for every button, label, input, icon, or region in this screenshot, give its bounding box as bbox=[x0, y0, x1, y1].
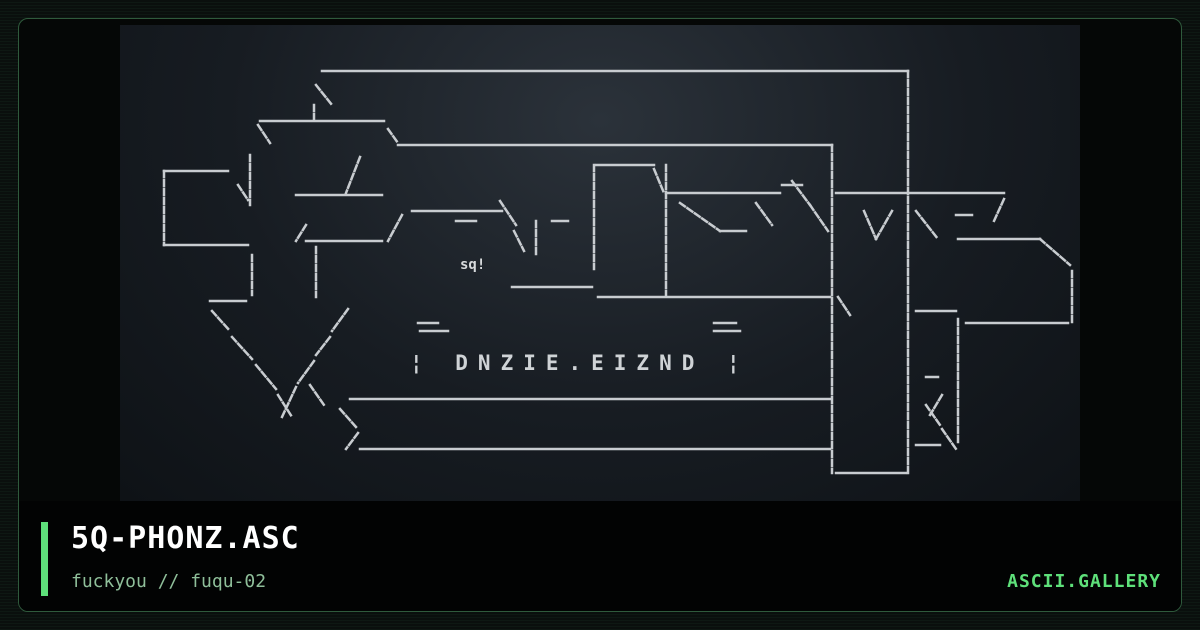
file-subtitle: fuckyou // fuqu-02 bbox=[71, 571, 267, 592]
ascii-art-drawing bbox=[162, 69, 1074, 475]
ascii-art-preview: sq! ¦ DNZIE.EIZND ¦ bbox=[120, 25, 1080, 501]
ascii-art-tag: sq! bbox=[460, 257, 486, 273]
brand-label: ASCII.GALLERY bbox=[1007, 571, 1161, 592]
info-bar: 5Q-PHONZ.ASC fuckyou // fuqu-02 ASCII.GA… bbox=[19, 501, 1181, 611]
accent-bar bbox=[41, 522, 48, 596]
ascii-art-subtitle: ¦ DNZIE.EIZND ¦ bbox=[410, 351, 750, 375]
preview-card: sq! ¦ DNZIE.EIZND ¦ 5Q-PHONZ.ASC fuckyou… bbox=[18, 18, 1182, 612]
file-title: 5Q-PHONZ.ASC bbox=[71, 521, 300, 556]
